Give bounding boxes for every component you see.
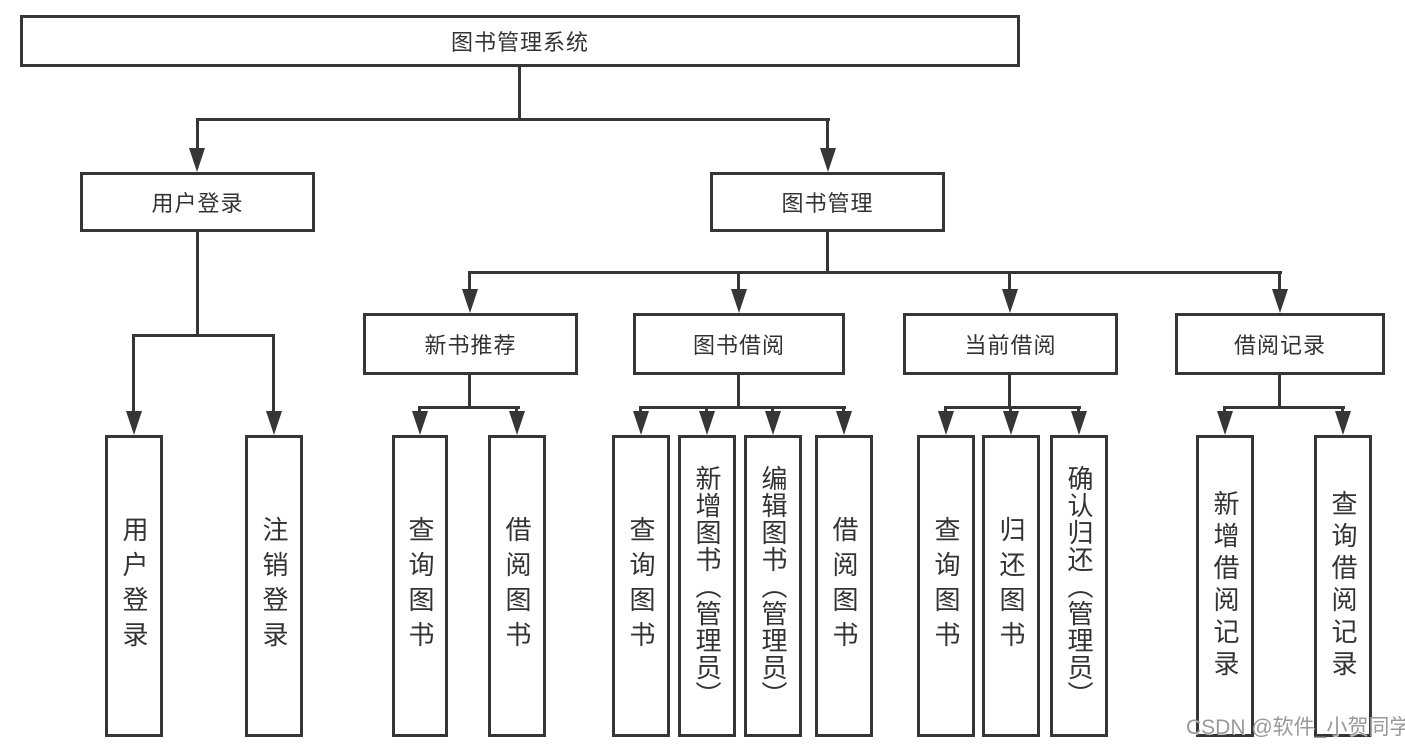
arrowhead-edit-books — [765, 411, 781, 435]
connector-book-borrow-stem — [737, 375, 740, 408]
connector-drop-book-mgmt — [826, 121, 829, 151]
connector-drop-new-books — [468, 274, 471, 292]
leaf-query-books-1: 查询图书 — [392, 435, 448, 737]
leaf-query-borrow-record-label: 查询借阅记录 — [1328, 490, 1358, 682]
csdn-watermark: CSDN @软件_小贺同学 — [1186, 716, 1405, 739]
leaf-borrow-books-1: 借阅图书 — [488, 435, 546, 737]
connector-borrow-records-rail — [1223, 406, 1345, 409]
node-user-login: 用户登录 — [80, 172, 315, 232]
connector-borrow-records-stem — [1278, 375, 1281, 408]
node-root: 图书管理系统 — [20, 15, 1020, 67]
arrowhead-book-borrow — [731, 289, 747, 313]
leaf-user-login-label: 用户登录 — [119, 516, 149, 656]
leaf-query-books-1-label: 查询图书 — [405, 516, 435, 656]
leaf-add-books: 新增图书（管理员） — [678, 435, 736, 737]
node-current-borrow-label: 当前借阅 — [964, 333, 1057, 358]
arrowhead-new-books — [462, 289, 478, 313]
leaf-query-books-2-label: 查询图书 — [626, 516, 656, 656]
leaf-confirm-return: 确认归还（管理员） — [1050, 435, 1108, 737]
leaf-add-books-label: 新增图书（管理员） — [692, 464, 722, 708]
connector-new-books-rail — [418, 406, 520, 409]
connector-book-borrow-rail — [639, 406, 846, 409]
arrowhead-borrow2 — [836, 411, 852, 435]
leaf-add-borrow-record: 新增借阅记录 — [1196, 435, 1254, 737]
connector-drop-user-login — [196, 121, 199, 151]
connector-drop-book-borrow — [737, 274, 740, 292]
arrowhead-borrow1 — [509, 411, 525, 435]
connector-level3-rail — [468, 271, 1282, 274]
arrowhead-query-record — [1335, 411, 1351, 435]
arrowhead-user-login — [189, 148, 205, 172]
leaf-query-borrow-record: 查询借阅记录 — [1314, 435, 1372, 737]
arrowhead-book-mgmt — [820, 148, 836, 172]
connector-new-books-stem — [468, 375, 471, 408]
leaf-query-books-3: 查询图书 — [917, 435, 975, 737]
node-borrow-records: 借阅记录 — [1175, 313, 1385, 375]
connector-drop-logout-leaf — [272, 337, 275, 413]
connector-drop-login-leaf — [132, 337, 135, 413]
connector-book-mgmt-stem — [826, 232, 829, 274]
leaf-borrow-books-1-label: 借阅图书 — [502, 516, 532, 656]
leaf-user-login: 用户登录 — [105, 435, 163, 737]
leaf-borrow-books-2-label: 借阅图书 — [829, 516, 859, 656]
arrowhead-query2 — [633, 411, 649, 435]
arrowhead-query1 — [412, 411, 428, 435]
leaf-logout-label: 注销登录 — [259, 516, 289, 656]
leaf-edit-books-label: 编辑图书（管理员） — [758, 464, 788, 708]
node-new-books-label: 新书推荐 — [424, 333, 517, 358]
arrowhead-login-leaf — [126, 411, 142, 435]
connector-level2-rail — [196, 118, 830, 121]
node-book-mgmt: 图书管理 — [710, 172, 945, 232]
leaf-return-books: 归还图书 — [982, 435, 1040, 737]
node-borrow-records-label: 借阅记录 — [1233, 333, 1326, 358]
leaf-logout: 注销登录 — [245, 435, 303, 737]
arrowhead-confirm-return — [1071, 411, 1087, 435]
node-new-books: 新书推荐 — [363, 313, 578, 375]
connector-drop-borrow-records — [1278, 274, 1281, 292]
connector-user-login-rail — [132, 334, 275, 337]
arrowhead-logout-leaf — [266, 411, 282, 435]
arrowhead-borrow-records — [1272, 289, 1288, 313]
arrowhead-add-books — [699, 411, 715, 435]
node-book-borrow: 图书借阅 — [633, 313, 845, 375]
connector-current-borrow-stem — [1008, 375, 1011, 408]
node-current-borrow: 当前借阅 — [903, 313, 1118, 375]
connector-current-borrow-rail — [944, 406, 1081, 409]
node-user-login-label: 用户登录 — [151, 191, 244, 216]
connector-drop-current-borrow — [1008, 274, 1011, 292]
leaf-confirm-return-label: 确认归还（管理员） — [1064, 464, 1094, 708]
leaf-return-books-label: 归还图书 — [996, 516, 1026, 656]
node-book-mgmt-label: 图书管理 — [781, 191, 874, 216]
node-root-label: 图书管理系统 — [450, 30, 589, 55]
leaf-query-books-2: 查询图书 — [612, 435, 670, 737]
leaf-edit-books: 编辑图书（管理员） — [744, 435, 802, 737]
arrowhead-current-borrow — [1002, 289, 1018, 313]
leaf-add-borrow-record-label: 新增借阅记录 — [1210, 490, 1240, 682]
arrowhead-add-record — [1217, 411, 1233, 435]
leaf-borrow-books-2: 借阅图书 — [815, 435, 873, 737]
connector-root-stem — [518, 67, 521, 120]
connector-user-login-stem — [196, 232, 199, 336]
arrowhead-return-books — [1003, 411, 1019, 435]
arrowhead-query3 — [938, 411, 954, 435]
node-book-borrow-label: 图书借阅 — [692, 333, 785, 358]
leaf-query-books-3-label: 查询图书 — [931, 516, 961, 656]
